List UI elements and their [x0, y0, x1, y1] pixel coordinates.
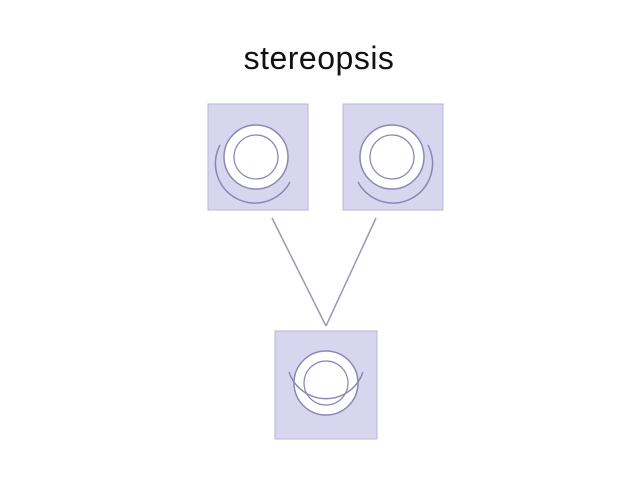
- left-eye-panel: [207, 103, 309, 211]
- page-title: stereopsis: [243, 40, 395, 76]
- inner-ring: [303, 360, 349, 406]
- inner-ring: [233, 134, 279, 180]
- right-connector-line: [325, 217, 377, 327]
- inner-ring: [369, 134, 415, 180]
- crescent-arc: [288, 371, 364, 400]
- right-eye-panel: [342, 103, 444, 211]
- left-connector-line: [271, 217, 327, 327]
- crescent-arc: [357, 144, 434, 204]
- crescent-arc: [214, 144, 291, 204]
- fused-panel: [274, 330, 378, 440]
